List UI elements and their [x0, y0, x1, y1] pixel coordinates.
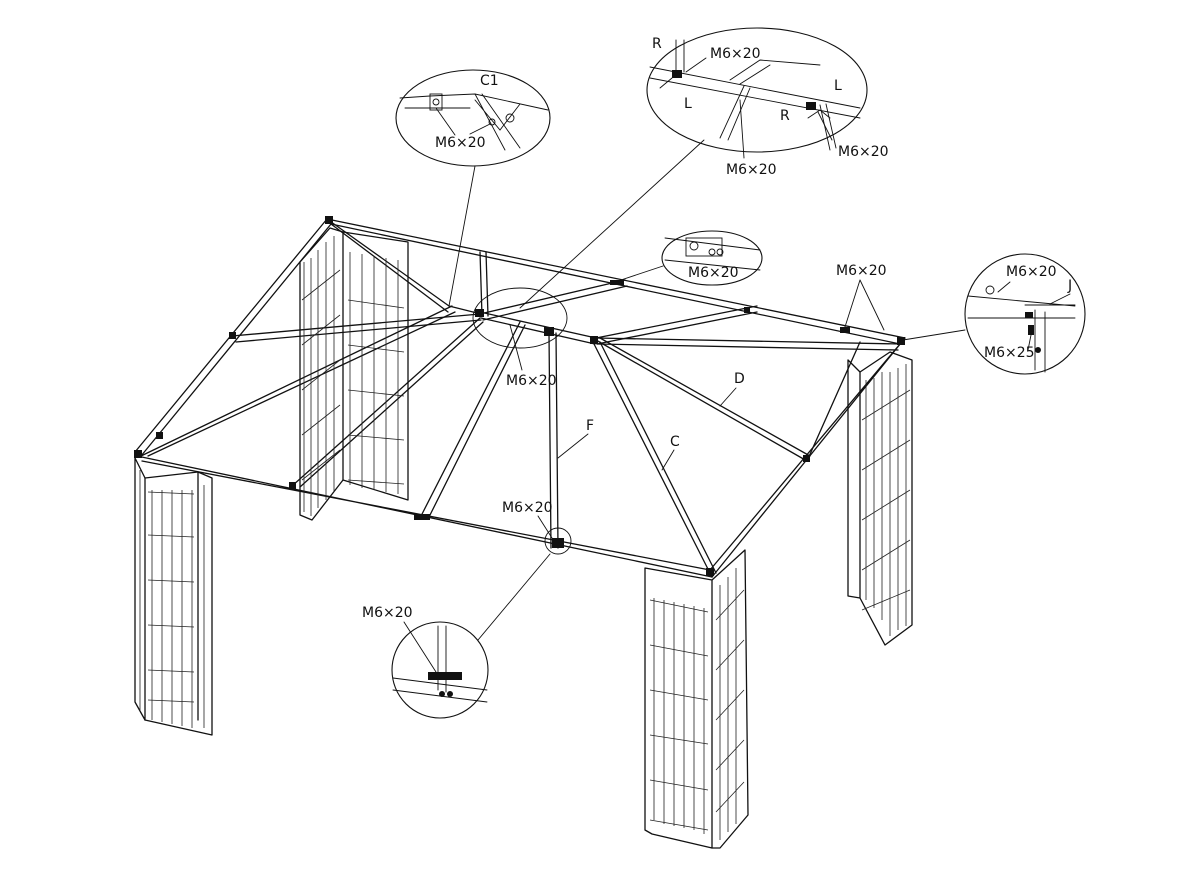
leader-front-bubble [477, 553, 551, 641]
label-m620-front: M6×20 [502, 500, 553, 516]
label-m620-center: M6×20 [506, 373, 557, 389]
leader-f [557, 433, 589, 459]
detail-bubble-j: M6×20 J M6×25 [964, 253, 1086, 375]
leader-d [719, 387, 737, 407]
label-m620-right-edge: M6×20 [836, 263, 887, 279]
trellis-panel-back-left [299, 227, 409, 521]
detail-bubble-lower: M6×20 [362, 605, 489, 719]
label-m625: M6×25 [984, 345, 1035, 361]
leader-c1 [448, 165, 476, 307]
trellis-panel-front-right [644, 549, 749, 849]
leader-center [509, 324, 523, 371]
label-c: C [670, 434, 680, 450]
label-m620-top-2: M6×20 [726, 162, 777, 178]
label-m620-c1: M6×20 [435, 135, 486, 151]
label-l-right: L [834, 78, 842, 94]
detail-circle-ridge-center [472, 287, 568, 349]
leader-front [537, 515, 553, 539]
trellis-panel-front-left [134, 457, 213, 736]
detail-bubble-mid: M6×20 [661, 230, 763, 286]
label-c1: C1 [480, 73, 499, 89]
label-m620-top-1: M6×20 [710, 46, 761, 62]
leader-ridge-top [519, 139, 705, 309]
label-d: D [734, 371, 745, 387]
leader-j [902, 329, 966, 341]
detail-bubble-ridge-top: R M6×20 L L R M6×20 M6×20 [646, 27, 889, 178]
detail-bubble-c1: C1 M6×20 [395, 69, 551, 167]
label-m620-top-3: M6×20 [838, 144, 889, 160]
label-m620-mid-bubble: M6×20 [688, 265, 739, 281]
label-m620-j-bubble: M6×20 [1006, 264, 1057, 280]
label-m620-lower-bubble: M6×20 [362, 605, 413, 621]
label-l-left: L [684, 96, 692, 112]
leader-mid [614, 265, 664, 283]
trellis-panel-back-right [847, 351, 913, 646]
joint-marks [134, 216, 905, 576]
label-r-right: R [780, 108, 790, 124]
label-r-top: R [652, 36, 662, 52]
label-f: F [586, 418, 594, 434]
leader-right-edge [843, 279, 885, 331]
leader-c [661, 449, 675, 471]
gazebo-frame [134, 216, 906, 578]
label-j: J [1067, 278, 1072, 294]
detail-circle-front [544, 527, 572, 555]
